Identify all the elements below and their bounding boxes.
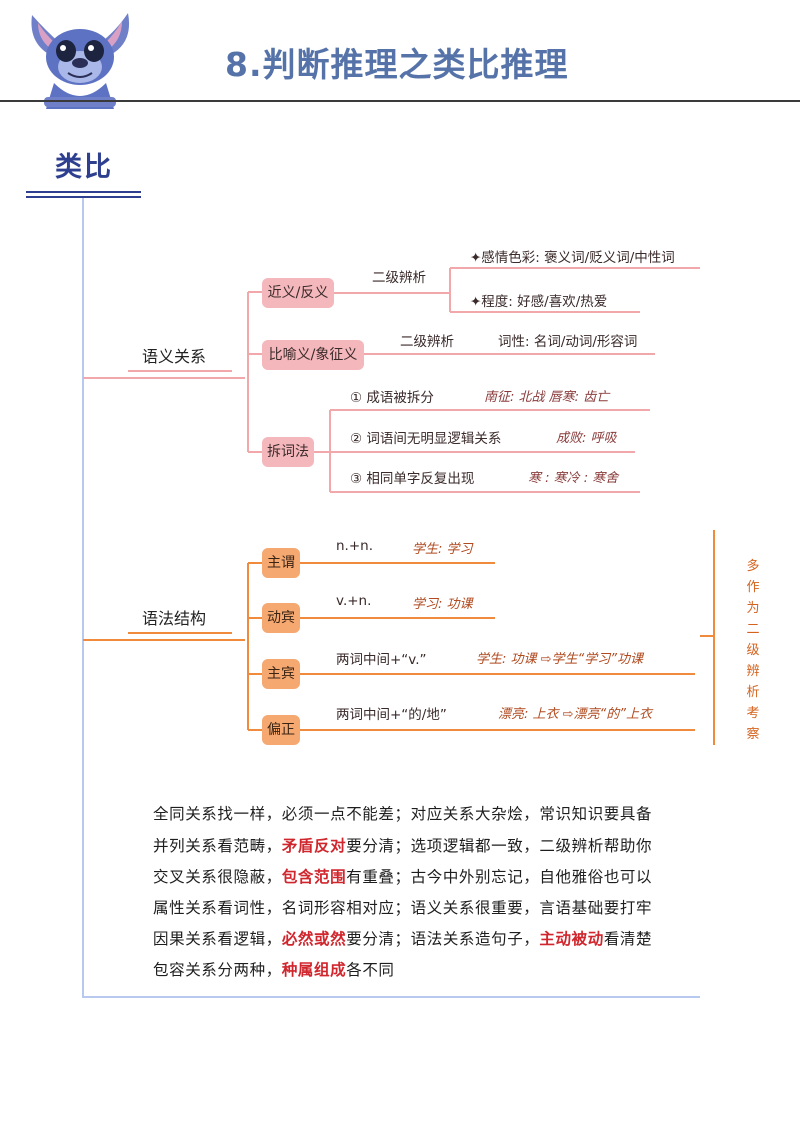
section-underline-2 <box>26 196 141 198</box>
node-zhubin: 主宾 <box>262 659 300 689</box>
biyu-detail: 词性: 名词/动词/形容词 <box>498 334 638 350</box>
highlight-text: 必然或然 <box>281 930 347 948</box>
node-pianzheng: 偏正 <box>262 715 300 745</box>
rhyme-text: 交叉关系很隐蔽， <box>153 868 282 886</box>
bottom-rule <box>83 996 700 998</box>
rhyme-text: 要分清；选项逻辑都一致，二级辨析帮助你 <box>346 837 653 855</box>
rhyme-text: 包容关系分两种， <box>153 961 282 979</box>
chaici-example-1: 南征: 北战 唇寒: 齿亡 <box>484 390 610 405</box>
section-underline <box>26 191 141 193</box>
rhyme-line: 因果关系看逻辑，必然或然要分清；语法关系造句子，主动被动看清楚 <box>153 927 652 949</box>
rhyme-text: 要分清；语法关系造句子， <box>346 930 540 948</box>
header-divider <box>0 100 800 102</box>
semantic-root: 语义关系 <box>142 347 207 366</box>
chaici-example-3: 寒 : 寒冷 : 寒舍 <box>528 471 619 486</box>
dongbin-example: 学习: 功课 <box>412 597 473 612</box>
rhyme-line: 交叉关系很隐蔽，包含范围有重叠；古今中外别忘记，自他雅俗也可以 <box>153 865 652 887</box>
node-chaici: 拆词法 <box>262 437 314 467</box>
rhyme-text: 属性关系看词性，名词形容相对应；语义关系很重要，言语基础要打牢 <box>153 899 653 917</box>
pianzheng-text: 两词中间+“的/地” <box>336 707 447 723</box>
node-biyu: 比喻义/象征义 <box>262 340 364 370</box>
pianzheng-example: 漂亮: 上衣 ⇨漂亮“的”上衣 <box>498 707 653 722</box>
mascot-avatar <box>24 5 136 109</box>
page-title: 8.判断推理之类比推理 <box>225 45 569 84</box>
highlight-text: 种属组成 <box>281 961 347 979</box>
section-title: 类比 <box>55 152 113 183</box>
mindmap-trunk <box>82 198 84 998</box>
rhyme-text: 并列关系看范畴， <box>153 837 282 855</box>
grammar-root: 语法结构 <box>142 609 207 628</box>
stitch-mascot-icon <box>31 13 130 109</box>
chaici-item-1: ① 成语被拆分 <box>350 390 434 406</box>
node-zhuwei: 主谓 <box>262 548 300 578</box>
node-dongbin: 动宾 <box>262 603 300 633</box>
zhubin-text: 两词中间+“v.” <box>336 652 427 668</box>
biyu-sub: 二级辨析 <box>400 334 454 350</box>
zhubin-example: 学生: 功课 ⇨学生“学习”功课 <box>476 652 644 667</box>
chaici-item-2: ② 词语间无明显逻辑关系 <box>350 431 502 447</box>
rhyme-text: 因果关系看逻辑， <box>153 930 282 948</box>
rhyme-text: 各不同 <box>346 961 395 979</box>
rhyme-line: 包容关系分两种，种属组成各不同 <box>153 958 395 980</box>
highlight-text: 主动被动 <box>539 930 604 948</box>
jinyi-sub: 二级辨析 <box>372 270 426 286</box>
rhyme-text: 看清楚 <box>603 930 653 948</box>
chaici-example-2: 成败: 呼吸 <box>556 431 617 446</box>
dongbin-text: v.+n. <box>336 593 372 609</box>
rhyme-line: 并列关系看范畴，矛盾反对要分清；选项逻辑都一致，二级辨析帮助你 <box>153 834 652 856</box>
jinyi-item-2: ✦程度: 好感/喜欢/热爱 <box>470 294 608 310</box>
jinyi-item-1: ✦感情色彩: 褒义词/贬义词/中性词 <box>470 250 675 266</box>
chaici-item-3: ③ 相同单字反复出现 <box>350 471 475 487</box>
rhyme-text: 有重叠；古今中外别忘记，自他雅俗也可以 <box>346 868 653 886</box>
rhyme-text: 全同关系找一样，必须一点不能差；对应关系大杂烩，常识知识要具备 <box>153 805 653 823</box>
node-jinyi: 近义/反义 <box>262 278 334 308</box>
rhyme-line: 全同关系找一样，必须一点不能差；对应关系大杂烩，常识知识要具备 <box>153 802 652 824</box>
grammar-side-note: 多作为二级辨析考察 <box>746 559 760 742</box>
highlight-text: 包含范围 <box>281 868 347 886</box>
zhuwei-text: n.+n. <box>336 538 374 554</box>
rhyme-line: 属性关系看词性，名词形容相对应；语义关系很重要，言语基础要打牢 <box>153 896 652 918</box>
zhuwei-example: 学生: 学习 <box>412 542 473 557</box>
highlight-text: 矛盾反对 <box>281 837 347 855</box>
